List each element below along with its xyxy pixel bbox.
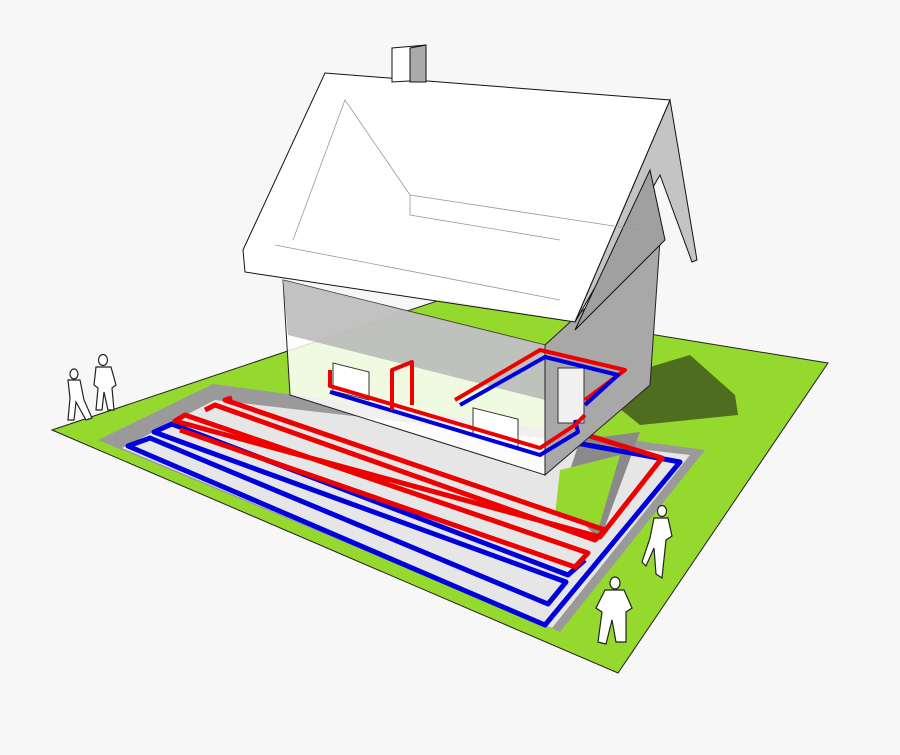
hot-pipe-loop	[203, 395, 608, 543]
person-icon	[595, 576, 633, 645]
towel-rail-pipe	[390, 360, 414, 410]
house-hot-pipe	[328, 370, 587, 450]
house-shadow	[590, 355, 738, 425]
house-pipes	[328, 348, 627, 457]
hot-pipe	[172, 412, 665, 570]
roof-framing	[274, 99, 641, 301]
roof-gable	[574, 168, 666, 331]
house-cold-riser	[459, 355, 620, 407]
person-icon	[641, 504, 673, 580]
person-icon	[93, 353, 117, 411]
heat-pump-unit	[557, 367, 585, 424]
ground-loop-pipes	[125, 395, 683, 628]
trench-island	[555, 455, 620, 530]
person-icon	[67, 368, 93, 421]
chimney-side	[409, 44, 427, 83]
house-upper-shade	[283, 280, 545, 400]
